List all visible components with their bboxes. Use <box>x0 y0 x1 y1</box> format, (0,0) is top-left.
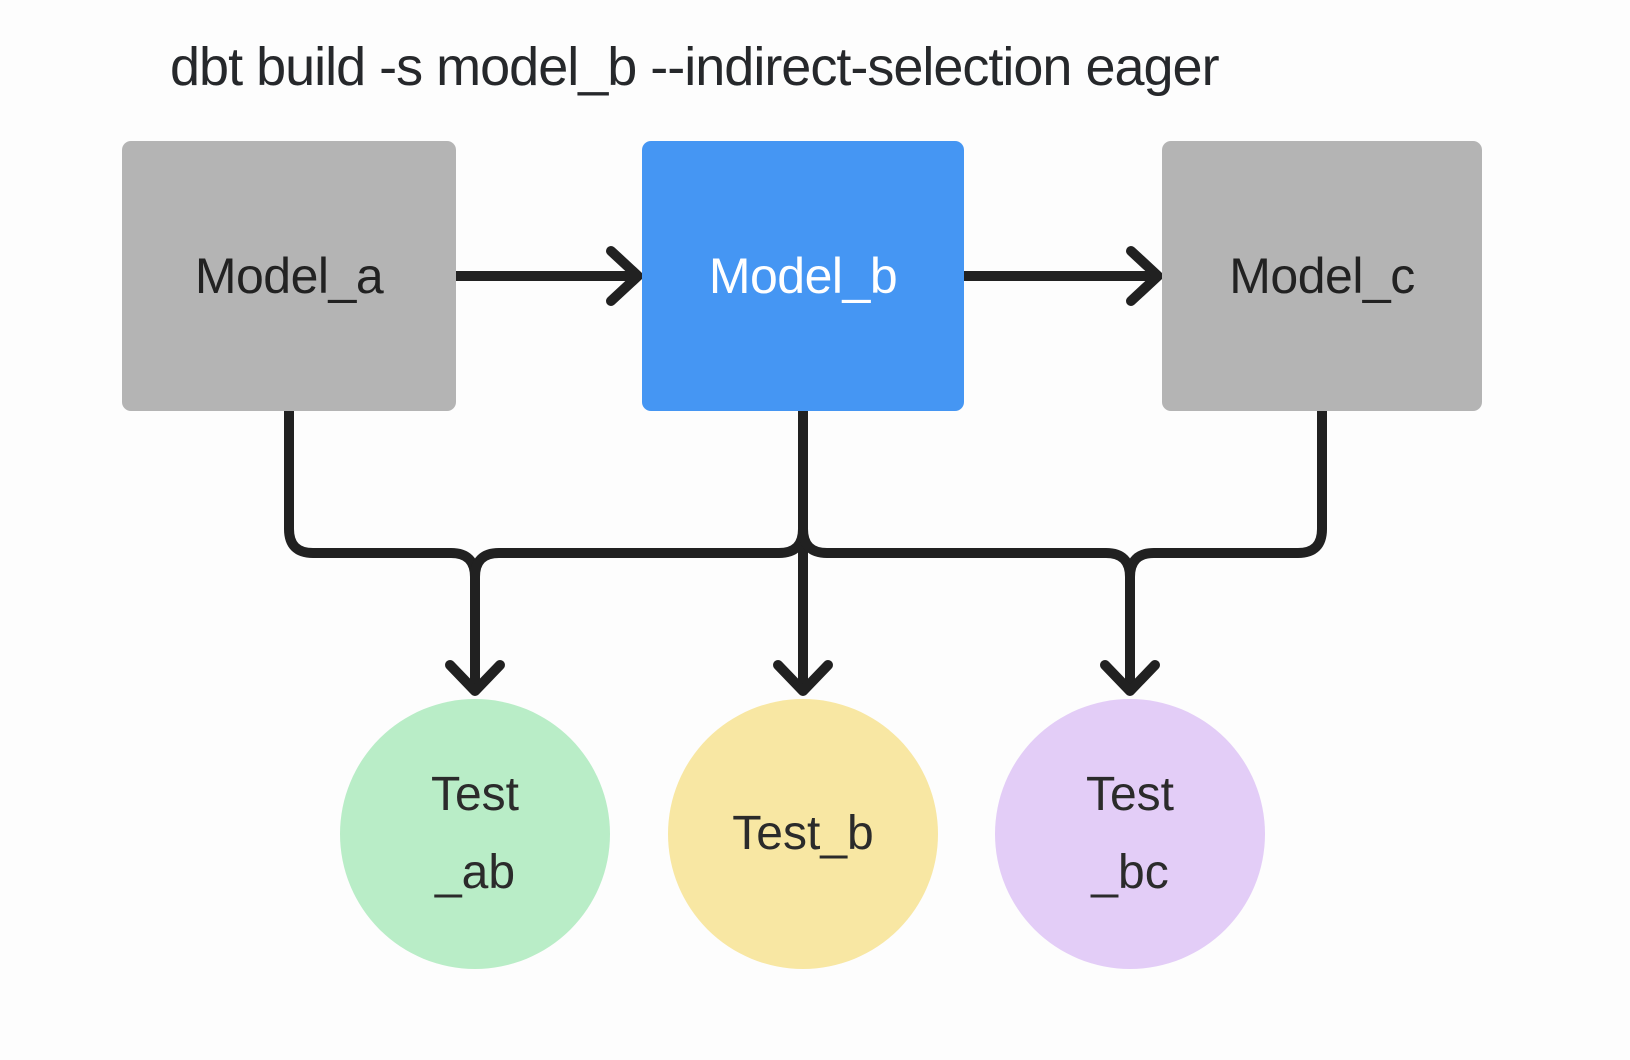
node-model-a-label: Model_a <box>194 248 384 304</box>
node-test-b: Test_b <box>668 699 938 969</box>
edge-model-c-to-test-bc <box>1125 406 1327 689</box>
node-test-b-label-line1: Test_b <box>732 807 874 860</box>
node-test-bc-label-line1: Test <box>1085 768 1175 821</box>
node-model-c-label: Model_c <box>1229 248 1415 304</box>
edge-model-b-to-model-c-arrowhead-icon <box>1126 246 1163 306</box>
node-test-bc-label-line2: _bc <box>1091 846 1169 899</box>
node-model-c: Model_c <box>1162 141 1482 411</box>
node-test-ab-label-line1: Test <box>430 768 520 821</box>
arrowhead-test-b-icon <box>773 660 833 696</box>
node-test-bc: Test _bc <box>995 699 1265 969</box>
edge-model-b-to-test-bc <box>798 406 1135 689</box>
node-model-a: Model_a <box>122 141 456 411</box>
arrowhead-test-ab-icon <box>445 660 505 696</box>
edge-model-a-to-test-ab <box>284 406 480 689</box>
node-test-ab-label-line2: _ab <box>434 846 516 899</box>
node-model-b-label: Model_b <box>708 248 898 304</box>
node-test-ab: Test _ab <box>340 699 610 969</box>
edge-model-a-to-model-b-arrowhead-icon <box>606 246 643 306</box>
edge-model-b-to-test-ab <box>470 406 808 689</box>
node-model-b: Model_b <box>642 141 964 411</box>
diagram-title: dbt build -s model_b --indirect-selectio… <box>170 37 1220 97</box>
arrowhead-test-bc-icon <box>1100 660 1160 696</box>
